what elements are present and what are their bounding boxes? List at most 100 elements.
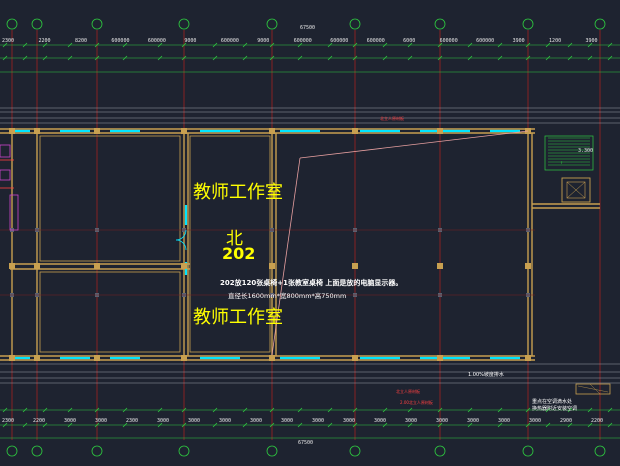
- tick-mark: [467, 422, 473, 428]
- tick-mark: [567, 55, 573, 61]
- svg-text:2.00北立人原材板: 2.00北立人原材板: [400, 399, 433, 405]
- note-bottom-right-2: 换热器附近安装空调: [532, 406, 578, 412]
- tick-mark: [22, 422, 28, 428]
- dimension-label: 3000: [157, 418, 170, 424]
- tick-mark: [94, 422, 100, 428]
- dimension-label: 3000: [64, 418, 77, 424]
- dimension-label: 3000: [219, 418, 232, 424]
- tick-mark: [269, 42, 275, 48]
- tick-mark: [437, 407, 443, 413]
- bottom-right-fixture: [575, 383, 611, 395]
- column: [9, 355, 15, 361]
- tick-mark: [22, 407, 28, 413]
- tick-mark: [382, 407, 388, 413]
- axis-bubble-top: [434, 18, 446, 30]
- axis-bubbles: [6, 18, 606, 457]
- tick-mark: [327, 422, 333, 428]
- tick-mark: [212, 42, 218, 48]
- axis-bubble-top: [178, 18, 190, 30]
- column: [525, 263, 531, 269]
- tick-mark: [545, 42, 551, 48]
- room-partitions: [39, 135, 271, 353]
- tick-mark: [567, 407, 573, 413]
- axis-bubble-top: [266, 18, 278, 30]
- column: [34, 128, 40, 134]
- interior-axis-grid: [0, 229, 535, 296]
- dimension-label: 2300: [126, 418, 139, 424]
- dimension-label: 3000: [436, 418, 449, 424]
- top-total-dimension: 67500: [300, 25, 316, 31]
- svg-text:北立人原材板: 北立人原材板: [396, 388, 420, 394]
- axis-bubble-top: [6, 18, 18, 30]
- column: [269, 263, 275, 269]
- furniture-size-note: 直径长1600mm*宽800mm*高750mm: [228, 292, 347, 300]
- tick-mark: [122, 422, 128, 428]
- dimension-label: 3900: [585, 38, 598, 44]
- tick-mark: [437, 42, 443, 48]
- tick-mark: [297, 42, 303, 48]
- tick-mark: [22, 55, 28, 61]
- tick-mark: [297, 55, 303, 61]
- tick-mark: [242, 55, 248, 61]
- dimension-label: 2200: [33, 418, 46, 424]
- furniture-note: 202放120张桌椅+1张教室桌椅 上面是放的电脑显示器。: [220, 279, 403, 287]
- tick-mark: [467, 55, 473, 61]
- axis-bubble-top: [594, 18, 606, 30]
- dimension-label: 3000: [312, 418, 325, 424]
- dimension-label: 3000: [250, 418, 263, 424]
- column: [525, 355, 531, 361]
- axis-bubble-top: [522, 18, 534, 30]
- tick-mark: [497, 407, 503, 413]
- column: [437, 355, 443, 361]
- column: [94, 355, 100, 361]
- dimension-label: 1200: [549, 38, 562, 44]
- column: [181, 128, 187, 134]
- axis-bubble-bottom: [178, 445, 190, 457]
- corridor-bottom: [0, 363, 620, 384]
- dimension-label: 3000: [498, 418, 511, 424]
- axis-bubble-bottom: [6, 445, 18, 457]
- tick-mark: [567, 422, 573, 428]
- tick-mark: [122, 407, 128, 413]
- column: [94, 263, 100, 269]
- tick-mark: [242, 42, 248, 48]
- tick-mark: [297, 407, 303, 413]
- dimension-label: 600000: [111, 38, 130, 44]
- dimension-label: 600000: [220, 38, 239, 44]
- tick-mark: [407, 42, 413, 48]
- tick-mark: [467, 407, 473, 413]
- column: [352, 263, 358, 269]
- dimension-label: 3000: [188, 418, 201, 424]
- tick-mark: [94, 407, 100, 413]
- tick-mark: [587, 42, 593, 48]
- tick-mark: [212, 407, 218, 413]
- note-bottom-right-1: 重点在空调滴水处: [532, 399, 573, 405]
- tick-mark: [297, 422, 303, 428]
- room-label-top: 教师工作室: [193, 182, 283, 203]
- column: [352, 128, 358, 134]
- tick-mark: [157, 407, 163, 413]
- tick-mark: [467, 42, 473, 48]
- dimension-label: 2300: [2, 38, 15, 44]
- tick-mark: [382, 422, 388, 428]
- dimension-label: 3000: [95, 418, 108, 424]
- tick-mark: [437, 422, 443, 428]
- tick-mark: [157, 42, 163, 48]
- tick-mark: [42, 422, 48, 428]
- axis-bubble-top: [349, 18, 361, 30]
- tick-mark: [587, 422, 593, 428]
- tick-mark: [212, 422, 218, 428]
- tick-mark: [587, 55, 593, 61]
- column: [269, 355, 275, 361]
- tick-mark: [327, 407, 333, 413]
- tick-mark: [42, 42, 48, 48]
- top-dimension-chain: [0, 44, 620, 73]
- stairwell: [544, 135, 594, 203]
- tick-mark: [407, 407, 413, 413]
- tick-mark: [327, 55, 333, 61]
- svg-text:北立人原材板: 北立人原材板: [380, 115, 404, 121]
- tick-mark: [42, 55, 48, 61]
- column: [34, 355, 40, 361]
- tick-mark: [22, 42, 28, 48]
